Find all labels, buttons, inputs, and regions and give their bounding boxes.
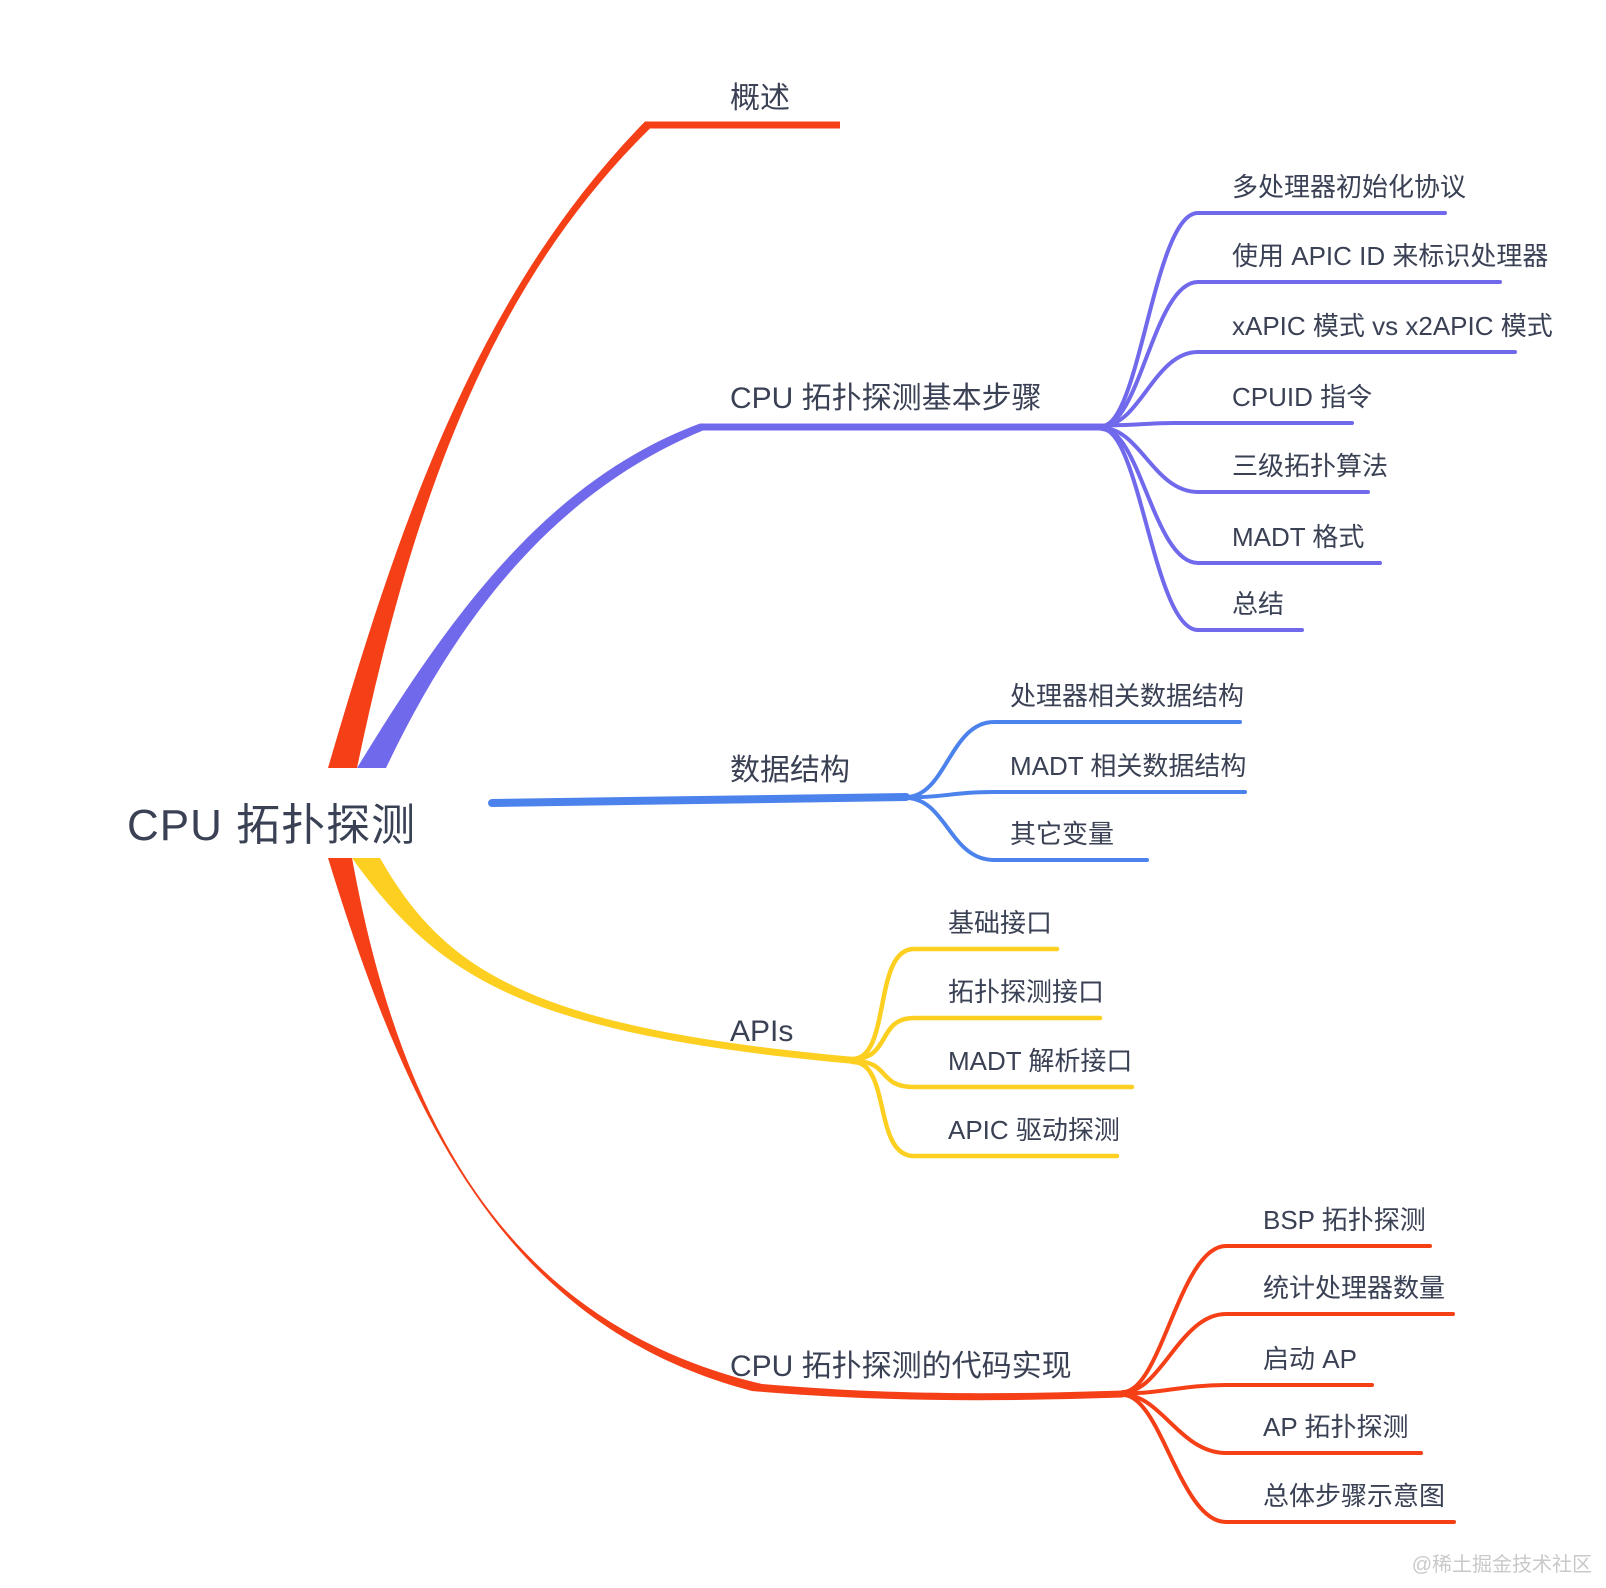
node-count-processors[interactable]: 统计处理器数量 [1263, 1273, 1446, 1303]
trunk-apis [352, 858, 855, 1064]
node-madt-data-structures[interactable]: MADT 相关数据结构 [1010, 751, 1247, 781]
connector-code-impl-2 [1121, 1383, 1374, 1396]
connector-code-impl-0 [1121, 1244, 1432, 1394]
trunk-data-structures [488, 793, 910, 807]
node-start-ap[interactable]: 启动 AP [1263, 1344, 1357, 1374]
connector-basic-steps-6 [1100, 427, 1304, 632]
connector-data-structures-0 [904, 720, 1242, 799]
branch-data-structures-label[interactable]: 数据结构 [730, 754, 850, 787]
node-summary[interactable]: 总结 [1232, 589, 1285, 619]
connector-apis-1 [850, 1015, 1103, 1062]
node-processor-data-structures[interactable]: 处理器相关数据结构 [1010, 681, 1245, 711]
connector-apis-2 [850, 1058, 1135, 1090]
node-basic-interface[interactable]: 基础接口 [948, 908, 1053, 938]
node-bsp-topology-detect[interactable]: BSP 拓扑探测 [1263, 1205, 1426, 1235]
connector-data-structures-2 [904, 796, 1149, 862]
node-xapic-vs-x2apic[interactable]: xAPIC 模式 vs x2APIC 模式 [1232, 311, 1553, 341]
connector-apis-3 [850, 1059, 1120, 1159]
node-madt-parse-interface[interactable]: MADT 解析接口 [948, 1046, 1133, 1076]
branch-basic-steps-label[interactable]: CPU 拓扑探测基本步骤 [730, 382, 1042, 415]
root-node-label[interactable]: CPU 拓扑探测 [127, 801, 417, 850]
node-overall-steps-diagram[interactable]: 总体步骤示意图 [1263, 1481, 1446, 1511]
node-ap-topology-detect[interactable]: AP 拓扑探测 [1263, 1412, 1409, 1442]
trunk-overview [328, 121, 840, 768]
connector-data-structures-1 [904, 790, 1247, 800]
connector-basic-steps-1 [1100, 280, 1502, 428]
connector-code-impl-1 [1121, 1312, 1455, 1395]
branch-apis-label[interactable]: APIs [730, 1015, 794, 1048]
node-apic-driver-detect[interactable]: APIC 驱动探测 [948, 1115, 1120, 1145]
branch-code-impl-label[interactable]: CPU 拓扑探测的代码实现 [730, 1350, 1072, 1383]
node-topology-detect-interface[interactable]: 拓扑探测接口 [948, 977, 1105, 1007]
node-madt-format[interactable]: MADT 格式 [1232, 522, 1365, 552]
node-cpuid-instruction[interactable]: CPUID 指令 [1232, 382, 1373, 412]
node-multiprocessor-init-protocol[interactable]: 多处理器初始化协议 [1232, 172, 1467, 202]
connector-code-impl-3 [1121, 1392, 1423, 1455]
juejin-watermark: @稀土掘金技术社区 [1411, 1554, 1592, 1576]
connector-basic-steps-4 [1100, 426, 1370, 494]
connector-basic-steps-2 [1100, 350, 1517, 428]
node-other-variables[interactable]: 其它变量 [1010, 819, 1115, 849]
connector-code-impl-4 [1121, 1393, 1456, 1524]
connector-apis-0 [850, 946, 1060, 1062]
node-three-level-topology-algorithm[interactable]: 三级拓扑算法 [1232, 451, 1389, 481]
branch-overview-label[interactable]: 概述 [730, 82, 790, 115]
node-apic-id-identify-processor[interactable]: 使用 APIC ID 来标识处理器 [1232, 241, 1549, 271]
connector-basic-steps-0 [1100, 211, 1447, 428]
connector-basic-steps-5 [1100, 426, 1382, 565]
connector-basic-steps-3 [1100, 421, 1354, 428]
trunk-basic-steps [357, 423, 1102, 768]
